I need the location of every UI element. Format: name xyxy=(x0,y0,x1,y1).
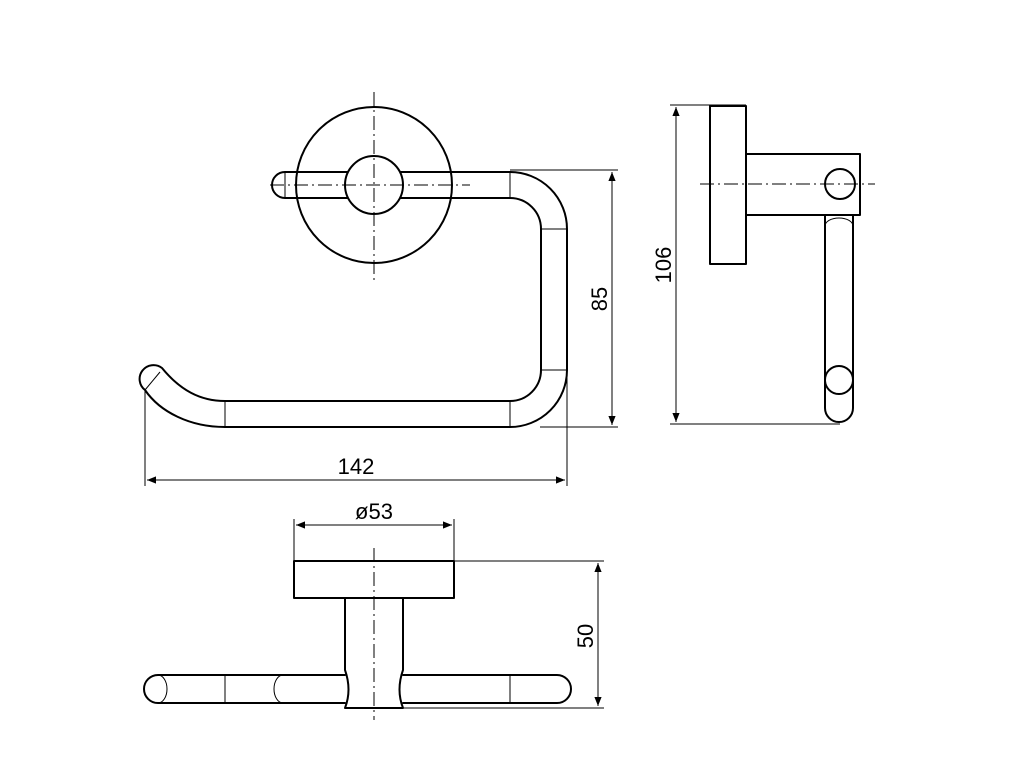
arm-inner-edge xyxy=(224,197,542,402)
post-top xyxy=(344,597,404,709)
dim-label-50: 50 xyxy=(573,624,598,648)
arm-outer-edge xyxy=(224,171,568,428)
bar-top-right xyxy=(402,674,572,704)
arm-tip xyxy=(138,364,226,428)
bar-top-left-joint xyxy=(273,674,284,704)
arm-side-top-edge xyxy=(824,217,854,227)
wall-plate-side xyxy=(709,105,747,265)
bar-top-left-end xyxy=(157,674,168,704)
dim-label-85: 85 xyxy=(587,287,612,311)
dim-label-106: 106 xyxy=(651,247,676,284)
tip-edge xyxy=(144,371,161,391)
side-view: 106 xyxy=(651,104,875,425)
dim-label-142: 142 xyxy=(338,454,375,479)
arm-side xyxy=(824,214,854,423)
post-side xyxy=(745,153,861,216)
front-view: 85 142 xyxy=(138,92,618,486)
dim-label-53: ø53 xyxy=(355,499,393,524)
bar-top-left xyxy=(143,674,346,704)
arm-side-tip xyxy=(824,365,854,395)
top-view: ø53 50 xyxy=(143,499,604,720)
